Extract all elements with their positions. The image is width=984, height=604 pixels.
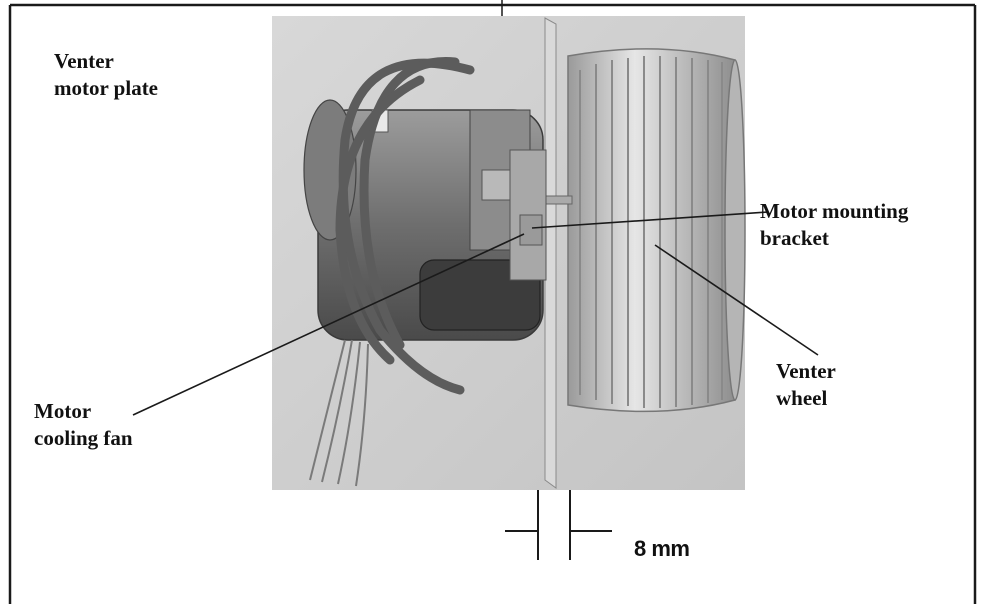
label-motor-cooling-fan-line1: Motor: [34, 399, 92, 423]
label-motor-mounting-bracket-line1: Motor mounting: [760, 199, 909, 223]
leader-motor-mounting-bracket: [531, 211, 769, 229]
leader-motor-cooling-fan: [132, 233, 525, 416]
dimension-label: 8 mm: [634, 536, 690, 561]
cables: [335, 57, 475, 395]
label-venter-wheel-line2: wheel: [776, 386, 828, 410]
label-venter-wheel: Venter wheel: [776, 358, 836, 412]
label-motor-mounting-bracket-line2: bracket: [760, 226, 829, 250]
leader-lines: [132, 211, 819, 416]
motor-photo: [272, 16, 746, 490]
label-venter-motor-plate-line1: Venter: [54, 49, 114, 73]
label-venter-wheel-line1: Venter: [776, 359, 836, 383]
label-motor-mounting-bracket: Motor mounting bracket: [760, 198, 908, 252]
label-venter-motor-plate: Venter motor plate: [54, 48, 158, 102]
label-motor-cooling-fan: Motor cooling fan: [34, 398, 133, 452]
leader-venter-wheel: [654, 244, 819, 356]
wires: [309, 339, 369, 487]
label-venter-motor-plate-line2: motor plate: [54, 76, 159, 100]
venter-motor-plate-shape: [544, 17, 557, 489]
venter-wheel-shape: [567, 48, 746, 413]
motor-mounting-bracket-shape: [509, 149, 547, 281]
dimension-marker: [505, 490, 612, 560]
page-border: [8, 0, 977, 604]
label-motor-cooling-fan-line2: cooling fan: [34, 426, 133, 450]
